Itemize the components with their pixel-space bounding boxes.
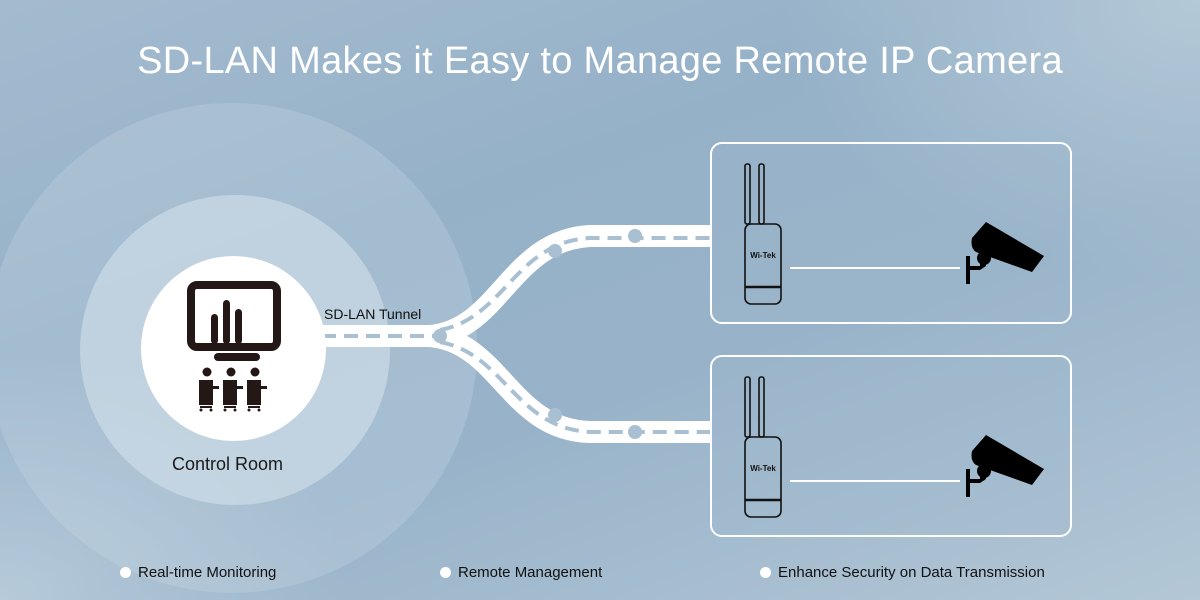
tunnel-branch-top — [428, 225, 712, 347]
outdoor-router-icon — [744, 376, 782, 518]
tunnel-node-junction — [433, 329, 447, 343]
cctv-camera-icon — [966, 435, 1044, 497]
bullet-icon — [760, 567, 771, 578]
feature-label: Real-time Monitoring — [138, 564, 277, 581]
feature-item: Remote Management — [440, 564, 602, 581]
remote-site-2: Wi-Tek — [710, 355, 1072, 537]
site-1-graphics: Wi-Tek — [744, 163, 1044, 305]
remote-site-1: Wi-Tek — [710, 142, 1072, 324]
feature-item: Real-time Monitoring — [120, 564, 276, 581]
cctv-camera-icon — [966, 222, 1044, 284]
tunnel-branch-bottom-dash — [439, 340, 712, 434]
router-brand: Wi-Tek — [750, 251, 776, 260]
tunnel-branch-top-dash — [439, 236, 712, 332]
router-brand: Wi-Tek — [750, 464, 776, 473]
monitor-with-operators-icon — [187, 281, 281, 412]
bullet-icon — [440, 567, 451, 578]
tunnel-branch-bottom — [428, 325, 712, 443]
bullet-icon — [120, 567, 131, 578]
control-room-label: Control Room — [171, 454, 284, 474]
tunnel-node-top-2 — [628, 229, 642, 243]
tunnel-node-top-1 — [548, 244, 562, 258]
tunnel-node-bottom-1 — [548, 408, 562, 422]
outdoor-router-icon — [744, 163, 782, 305]
page-title: SD-LAN Makes it Easy to Manage Remote IP… — [137, 40, 1063, 82]
control-room-circle — [141, 256, 326, 441]
feature-label: Enhance Security on Data Transmission — [778, 564, 1045, 581]
feature-label: Remote Management — [458, 564, 603, 581]
site-2-graphics: Wi-Tek — [744, 376, 1044, 518]
tunnel-node-bottom-2 — [628, 425, 642, 439]
feature-item: Enhance Security on Data Transmission — [760, 564, 1045, 581]
tunnel-label: SD-LAN Tunnel — [324, 306, 422, 322]
